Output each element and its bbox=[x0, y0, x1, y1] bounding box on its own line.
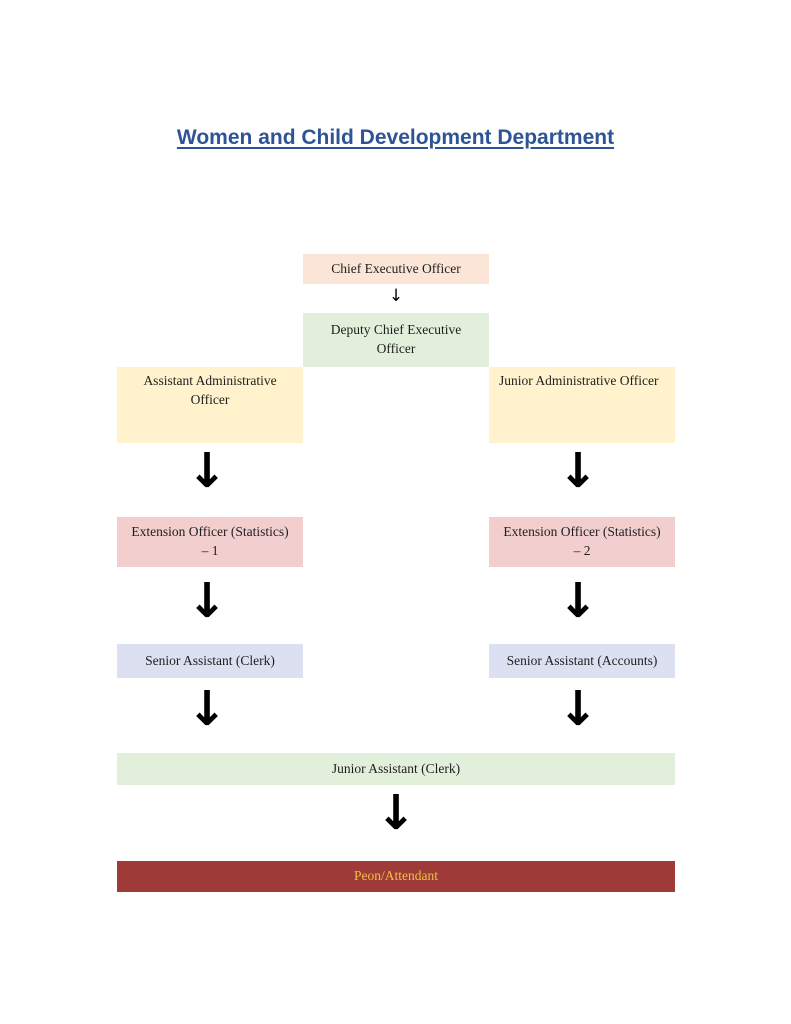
node-junior-assistant-clerk: Junior Assistant (Clerk) bbox=[117, 753, 675, 785]
node-extension-officer-statistics-2: Extension Officer (Statistics) – 2 bbox=[489, 517, 675, 567]
down-arrow-icon: ↓ bbox=[186, 681, 228, 737]
down-arrow-icon: ↓ bbox=[557, 681, 599, 737]
node-peon-attendant: Peon/Attendant bbox=[117, 861, 675, 892]
node-extension-officer-statistics-1: Extension Officer (Statistics) – 1 bbox=[117, 517, 303, 567]
page-title: Women and Child Development Department bbox=[176, 126, 615, 149]
down-arrow-icon: ↓ bbox=[375, 785, 417, 841]
down-arrow-icon: ↓ bbox=[388, 286, 404, 306]
node-senior-assistant-clerk: Senior Assistant (Clerk) bbox=[117, 644, 303, 678]
down-arrow-icon: ↓ bbox=[186, 443, 228, 499]
down-arrow-icon: ↓ bbox=[557, 443, 599, 499]
node-deputy-chief-executive-officer: Deputy Chief Executive Officer bbox=[303, 313, 489, 367]
down-arrow-icon: ↓ bbox=[557, 573, 599, 629]
node-chief-executive-officer: Chief Executive Officer bbox=[303, 254, 489, 284]
node-senior-assistant-accounts: Senior Assistant (Accounts) bbox=[489, 644, 675, 678]
node-assistant-administrative-officer: Assistant Administrative Officer bbox=[117, 367, 303, 443]
down-arrow-icon: ↓ bbox=[186, 573, 228, 629]
node-junior-administrative-officer: Junior Administrative Officer bbox=[489, 367, 675, 443]
